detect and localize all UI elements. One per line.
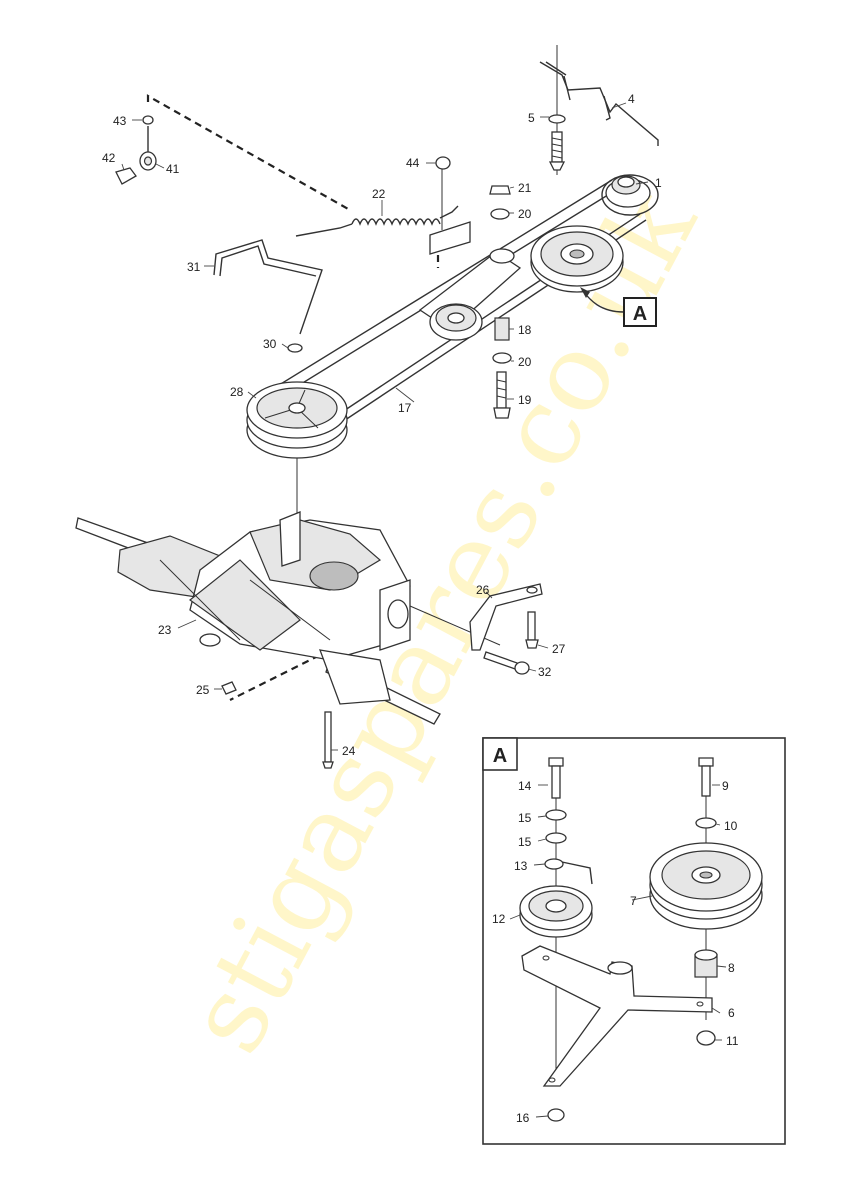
label-a7: 7 bbox=[630, 894, 637, 908]
bolt-14 bbox=[548, 757, 564, 799]
label-a10: 10 bbox=[724, 819, 738, 833]
label-a15b: 15 bbox=[518, 835, 532, 849]
bolt-32 bbox=[483, 651, 530, 675]
bolt-27 bbox=[525, 611, 539, 649]
pulley-12 bbox=[519, 885, 593, 938]
label-a9: 9 bbox=[722, 779, 729, 793]
label-a16: 16 bbox=[516, 1111, 530, 1125]
nut-11 bbox=[696, 1030, 716, 1046]
label-a15a: 15 bbox=[518, 811, 532, 825]
label-4: 4 bbox=[628, 92, 635, 106]
label-18: 18 bbox=[518, 323, 532, 337]
callout-arrowhead bbox=[580, 287, 590, 298]
label-42: 42 bbox=[102, 151, 116, 165]
pulley-1 bbox=[605, 175, 651, 208]
nut-16 bbox=[547, 1108, 565, 1122]
detail-box: A bbox=[482, 737, 786, 1145]
label-a13: 13 bbox=[514, 859, 528, 873]
label-20a: 20 bbox=[518, 207, 532, 221]
label-31: 31 bbox=[187, 260, 201, 274]
label-a6: 6 bbox=[728, 1006, 735, 1020]
spacer-8 bbox=[694, 949, 718, 978]
idler-hardware bbox=[489, 185, 515, 419]
detail-ref-label: A bbox=[633, 303, 647, 325]
eye-bolt-assembly bbox=[115, 115, 157, 185]
spacer-13 bbox=[544, 858, 593, 885]
label-27: 27 bbox=[552, 642, 566, 656]
label-21: 21 bbox=[518, 181, 532, 195]
washer-15a bbox=[545, 809, 567, 821]
spring-22 bbox=[295, 205, 459, 237]
label-1: 1 bbox=[655, 176, 662, 190]
detail-ref-box bbox=[623, 297, 657, 327]
label-32: 32 bbox=[538, 665, 552, 679]
label-24: 24 bbox=[342, 744, 356, 758]
label-5: 5 bbox=[528, 111, 535, 125]
nut-25 bbox=[221, 681, 237, 695]
bracket-44 bbox=[429, 156, 471, 255]
label-a11: 11 bbox=[726, 1034, 739, 1048]
label-25: 25 bbox=[196, 683, 210, 697]
label-43: 43 bbox=[113, 114, 127, 128]
label-30: 30 bbox=[263, 337, 277, 351]
label-41: 41 bbox=[166, 162, 180, 176]
label-23: 23 bbox=[158, 623, 172, 637]
washer-15b bbox=[545, 832, 567, 844]
transaxle-23 bbox=[75, 511, 441, 725]
label-a14: 14 bbox=[518, 779, 532, 793]
label-22: 22 bbox=[372, 187, 386, 201]
label-28: 28 bbox=[230, 385, 244, 399]
idler-arm-6 bbox=[521, 945, 713, 1087]
pulley-28 bbox=[246, 343, 348, 459]
leader-lines bbox=[121, 102, 727, 1118]
pulley-7 bbox=[649, 842, 763, 930]
part-labels: 1 4 5 17 18 19 20 20 21 22 23 24 25 26 2… bbox=[102, 92, 739, 1125]
label-17: 17 bbox=[398, 401, 412, 415]
label-44: 44 bbox=[406, 156, 420, 170]
bolt-5 bbox=[548, 114, 566, 171]
bracket-26 bbox=[469, 583, 543, 651]
idler-pulley-large bbox=[530, 225, 624, 293]
assembly-dashed-lines bbox=[146, 94, 440, 701]
label-26: 26 bbox=[476, 583, 490, 597]
washer-10 bbox=[695, 817, 717, 829]
idler-pulley-small bbox=[429, 303, 483, 341]
bolt-24 bbox=[322, 711, 334, 769]
bolt-9 bbox=[698, 757, 714, 797]
label-19: 19 bbox=[518, 393, 532, 407]
label-20b: 20 bbox=[518, 355, 532, 369]
wire-link-31 bbox=[213, 239, 323, 335]
label-a12: 12 bbox=[492, 912, 506, 926]
control-rod bbox=[539, 61, 659, 146]
detail-box-title: A bbox=[493, 745, 507, 767]
label-a8: 8 bbox=[728, 961, 735, 975]
